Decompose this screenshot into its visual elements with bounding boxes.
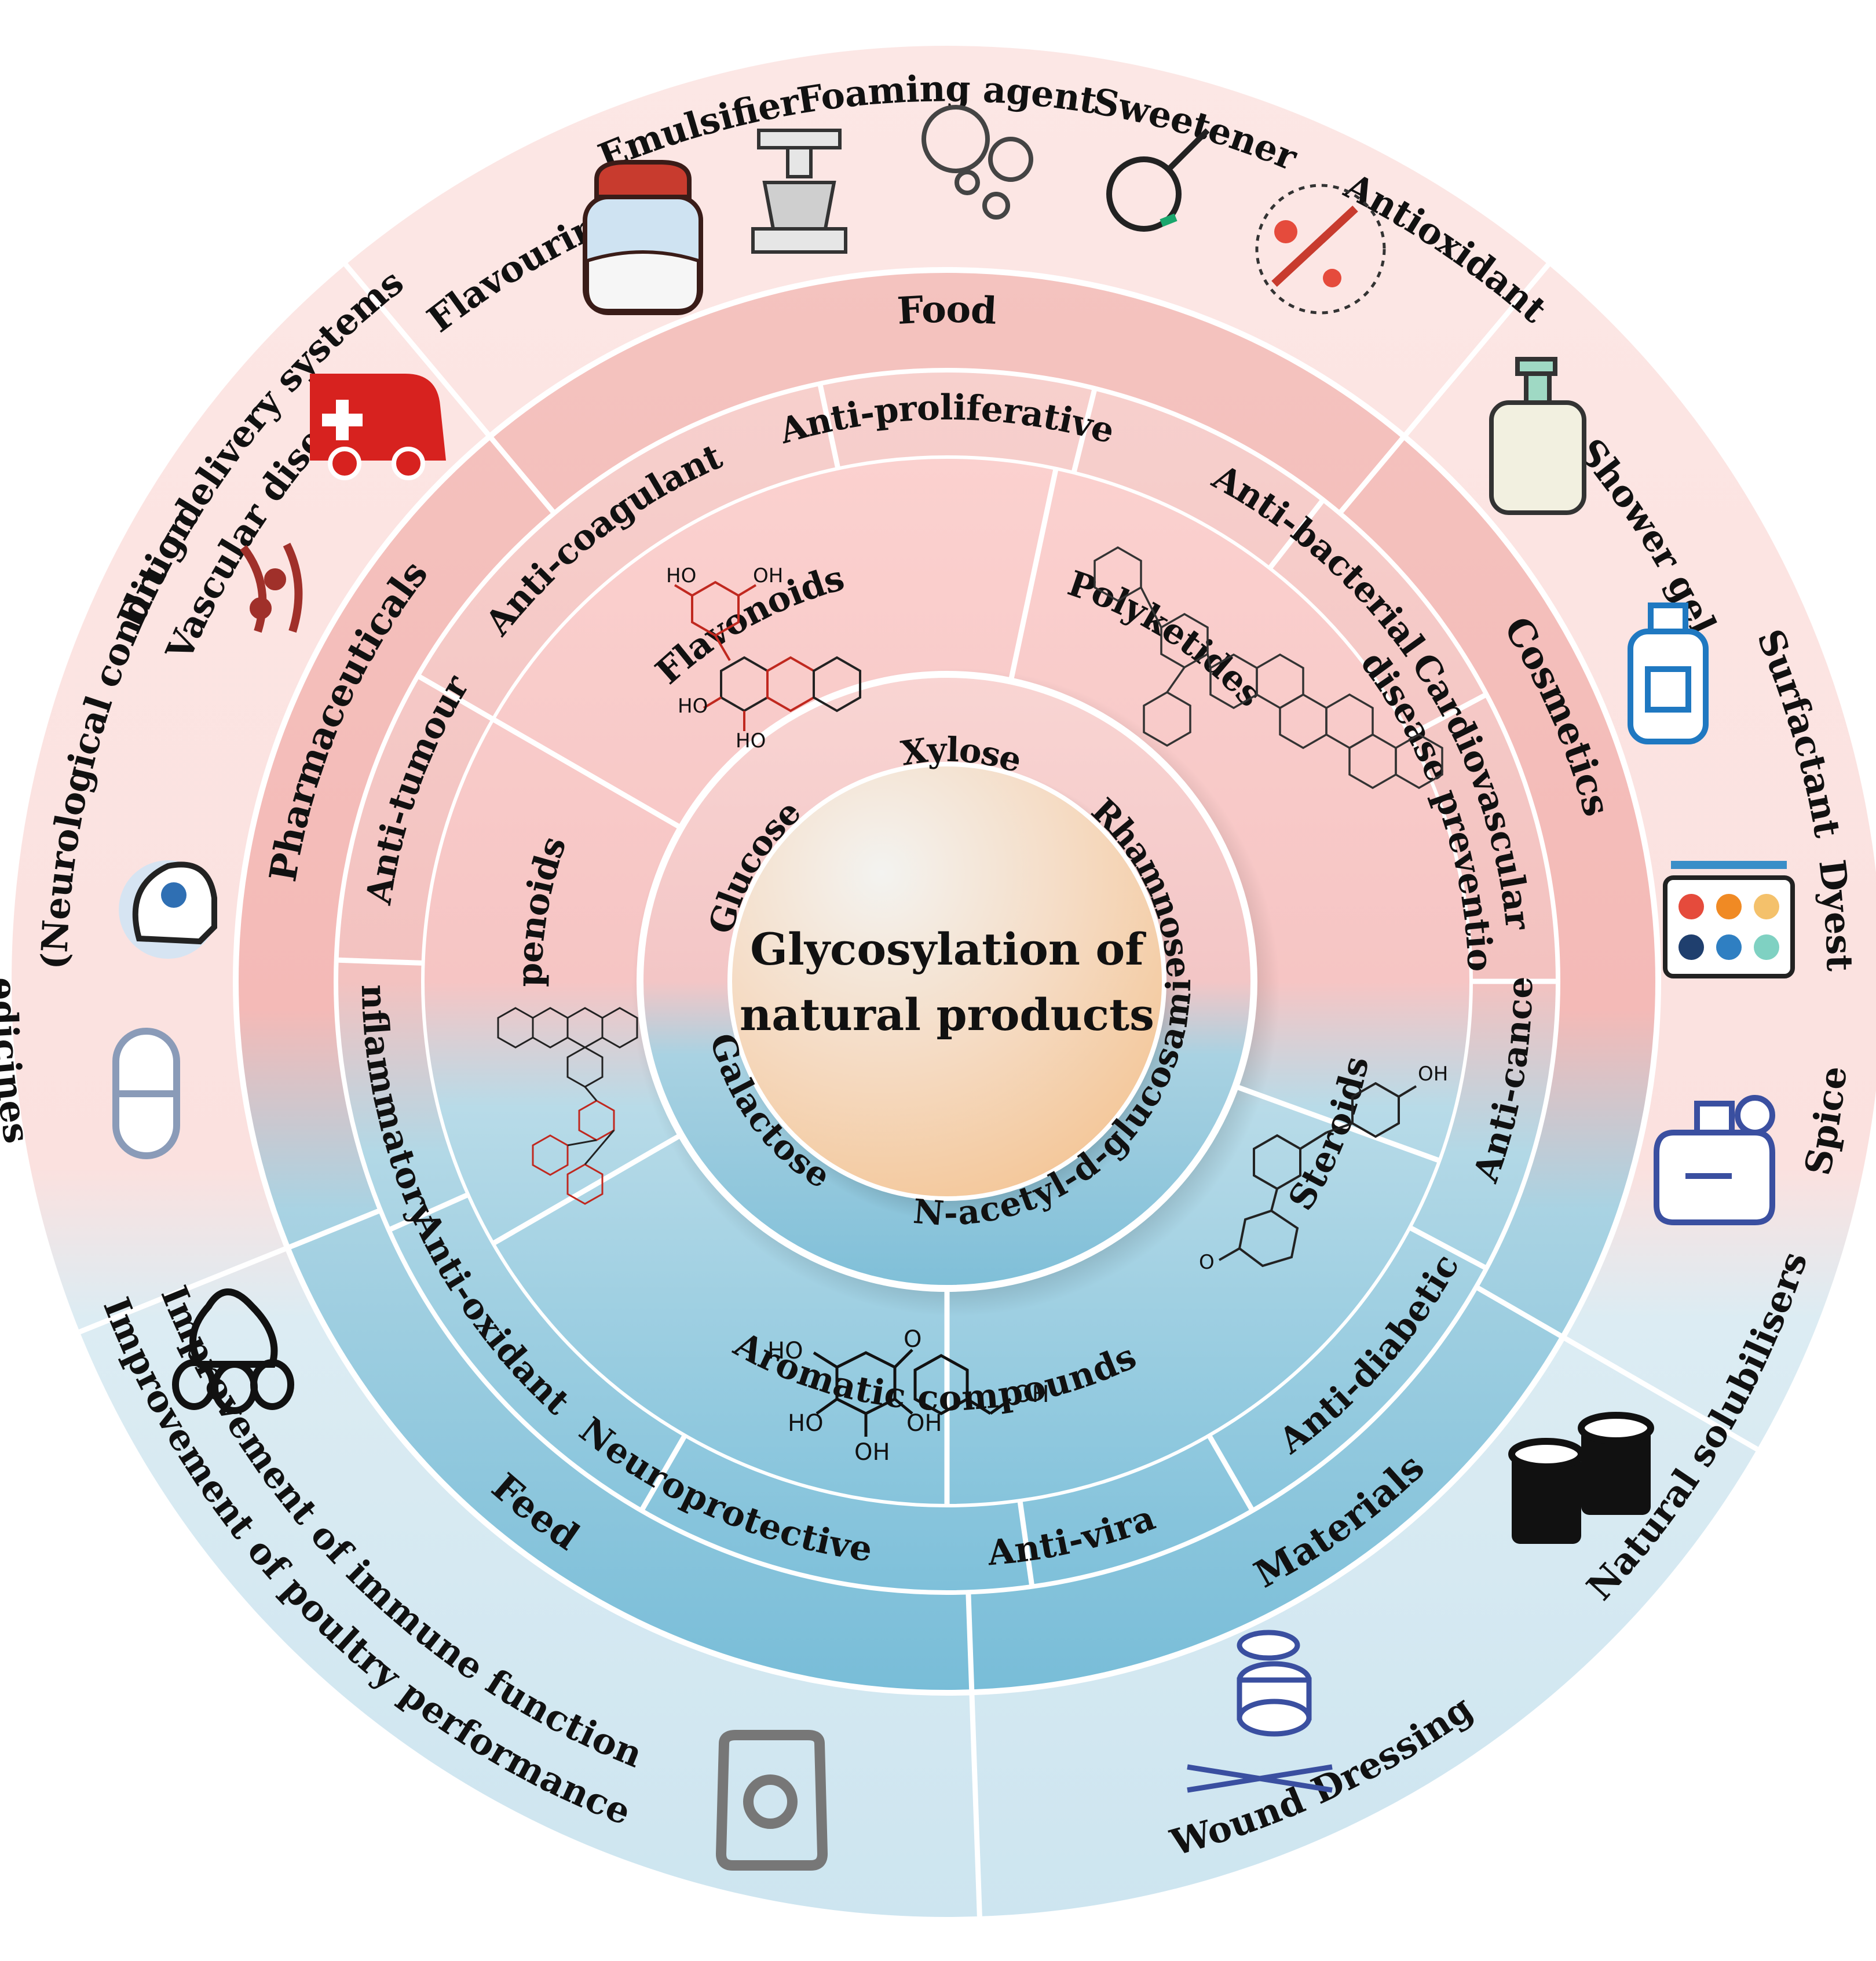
hen-eggs-icon [172,1288,294,1414]
segment-dividers [78,262,1758,1917]
ambulance-icon [310,374,446,480]
activity-divider-2 [1267,498,1326,570]
svg-text:HO: HO [678,695,708,718]
app-divider-3 [969,1692,982,1917]
class-divider-0 [1008,468,1059,682]
class-divider-4 [491,717,683,830]
app-divider-4 [78,1245,289,1335]
salt-shaker-icon [583,160,703,315]
svg-text:HO: HO [666,564,696,587]
activity-divider-8 [639,1434,687,1512]
field-divider-2 [1475,1284,1564,1339]
bubbles-icon [921,105,1033,220]
activity-divider-6 [1206,1434,1255,1512]
activity-divider-11 [416,673,495,722]
svg-text:OH: OH [1014,1381,1049,1408]
activity-divider-5 [1408,1225,1488,1271]
svg-text:HO: HO [788,1410,824,1437]
steroid-structure [1219,1082,1417,1268]
center-title-line2: natural products [740,989,1154,1040]
activity-divider-3 [1408,692,1488,738]
oil-barrels-icon [1508,1412,1654,1544]
svg-text:O: O [904,1326,921,1353]
aromatic-structure [813,1349,1012,1437]
field-food: Food [896,288,998,333]
center-disc [727,762,1166,1201]
field-divider-1 [1337,434,1406,515]
aromatic-structure-labels: HO OH HO OH OH O [767,1326,1049,1466]
app-divider-1 [1402,262,1550,439]
class-divider-3 [491,1133,683,1246]
steroid-structure-labels: OH O [1199,1062,1448,1274]
capsule-icon [112,1028,180,1159]
activity-divider-7 [1017,1500,1035,1587]
svg-text:OH: OH [854,1439,890,1466]
svg-text:HO: HO [736,729,766,753]
flavonoid-structure-labels: HO OH HO HO [666,564,783,753]
polyketide-structure [1094,546,1443,790]
activity-divider-9 [387,1192,470,1233]
paint-palette-icon [1663,861,1795,978]
svg-text:OH: OH [1418,1062,1448,1086]
activity-divider-10 [336,957,423,966]
center-title-line1: Glycosylation of [750,923,1146,975]
app-divider-0 [343,262,492,439]
soap-bottle-icon [1489,357,1586,515]
field-divider-4 [286,1208,382,1251]
brain-head-icon [119,860,217,959]
field-divider-0 [488,434,557,515]
mixer-icon [751,129,847,254]
blood-vessel-icon [240,542,303,633]
frying-pan-icon [1106,128,1210,232]
perfume-bottle-icon [1654,1095,1775,1225]
activity-divider-1 [1071,388,1098,473]
terpenoid-structure [497,1007,638,1205]
activity-divider-0 [817,383,841,469]
class-divider-1 [1234,1084,1440,1163]
antioxidant-syringe-icon [1255,184,1386,315]
flavonoid-structure [674,580,861,731]
feed-sack-icon [715,1730,828,1871]
bandage-rolls-icon [1187,1630,1333,1793]
field-divider-3 [966,1592,975,1693]
svg-text:HO: HO [767,1338,803,1364]
svg-text:O: O [1199,1251,1215,1274]
svg-text:OH: OH [753,564,783,587]
app-divider-2 [1561,1335,1758,1452]
lotion-bottle-icon [1628,602,1709,744]
svg-text:OH: OH [906,1410,942,1437]
